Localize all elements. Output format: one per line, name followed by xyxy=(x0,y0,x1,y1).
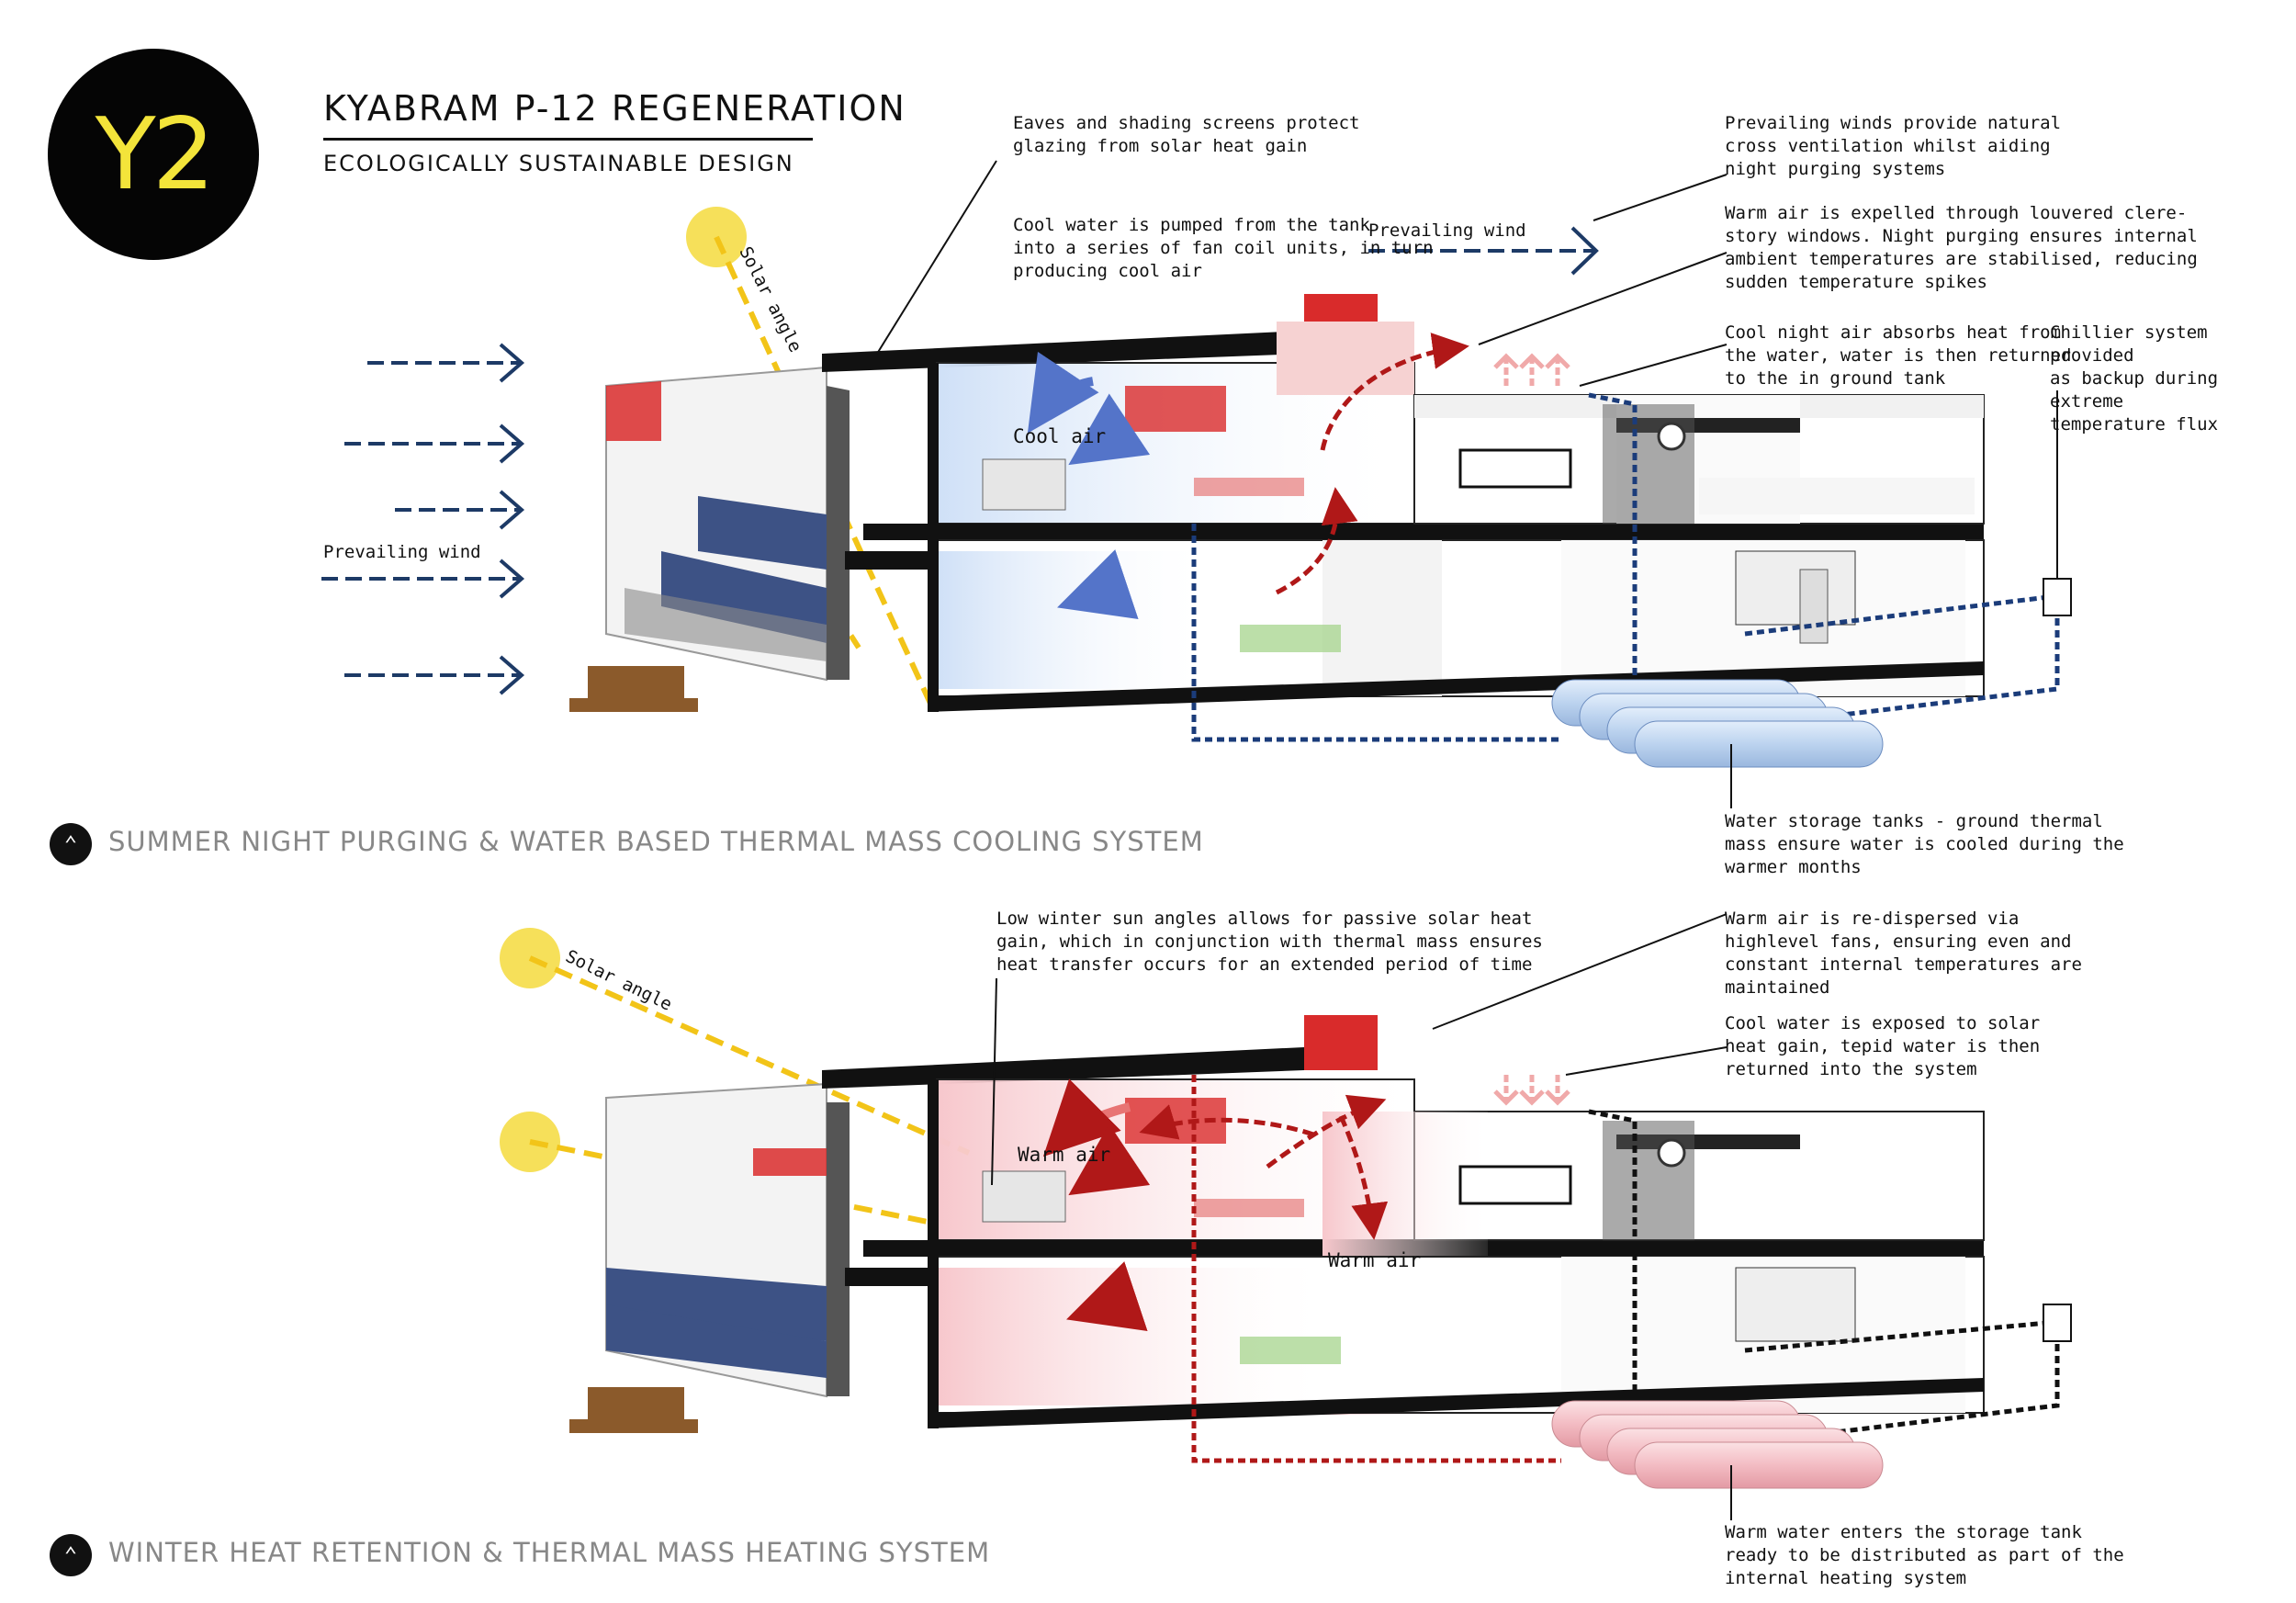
summer-building xyxy=(569,294,2072,768)
logo-text: Y2 xyxy=(95,96,216,212)
winter-section-graphic xyxy=(500,913,2072,1520)
summer-section-chevron-icon[interactable]: ⌃ xyxy=(50,823,92,865)
note-water-storage-tanks: Water storage tanks - ground thermal mas… xyxy=(1725,811,2124,877)
summer-water-tanks xyxy=(1551,679,1884,768)
note-cool-water: Cool water is pumped from the tank into … xyxy=(1013,215,1434,281)
note-warm-air-redispersed: Warm air is re-dispersed via highlevel f… xyxy=(1725,909,2082,998)
winter-section-title: WINTER HEAT RETENTION & THERMAL MASS HEA… xyxy=(108,1537,991,1568)
y2-logo: Y2 xyxy=(48,49,259,260)
note-warm-air-expelled: Warm air is expelled through louvered cl… xyxy=(1725,203,2198,292)
winter-section-chevron-icon[interactable]: ⌃ xyxy=(50,1534,92,1576)
note-chillier-system: Chillier system provided as backup durin… xyxy=(2050,322,2219,435)
summer-section-title: SUMMER NIGHT PURGING & WATER BASED THERM… xyxy=(108,826,1204,857)
winter-warm-air-label-1: Warm air xyxy=(1018,1144,1111,1166)
winter-building xyxy=(569,1015,2072,1489)
summer-prevailing-wind-top-label: Prevailing wind xyxy=(1368,220,1526,241)
summer-section-graphic xyxy=(321,160,2072,808)
summer-cool-air-label: Cool air xyxy=(1013,425,1107,447)
page-subtitle: ECOLOGICALLY SUSTAINABLE DESIGN xyxy=(323,151,794,176)
note-prevailing-winds: Prevailing winds provide natural cross v… xyxy=(1725,113,2062,179)
note-cool-night-air: Cool night air absorbs heat from the wat… xyxy=(1725,322,2072,389)
title-rule xyxy=(323,138,813,141)
winter-water-tanks xyxy=(1551,1400,1884,1489)
wind-arrows-left xyxy=(321,343,525,695)
winter-warm-air-label-2: Warm air xyxy=(1328,1249,1422,1271)
page-title: KYABRAM P-12 REGENERATION xyxy=(323,88,906,129)
note-cool-water-exposed: Cool water is exposed to solar heat gain… xyxy=(1725,1013,2041,1079)
wind-arrow-top xyxy=(1368,226,1599,276)
note-low-winter-sun: Low winter sun angles allows for passive… xyxy=(996,909,1543,975)
note-warm-water-storage: Warm water enters the storage tank ready… xyxy=(1725,1522,2124,1588)
note-eaves: Eaves and shading screens protect glazin… xyxy=(1013,113,1360,156)
summer-prevailing-wind-left-label: Prevailing wind xyxy=(323,542,481,562)
